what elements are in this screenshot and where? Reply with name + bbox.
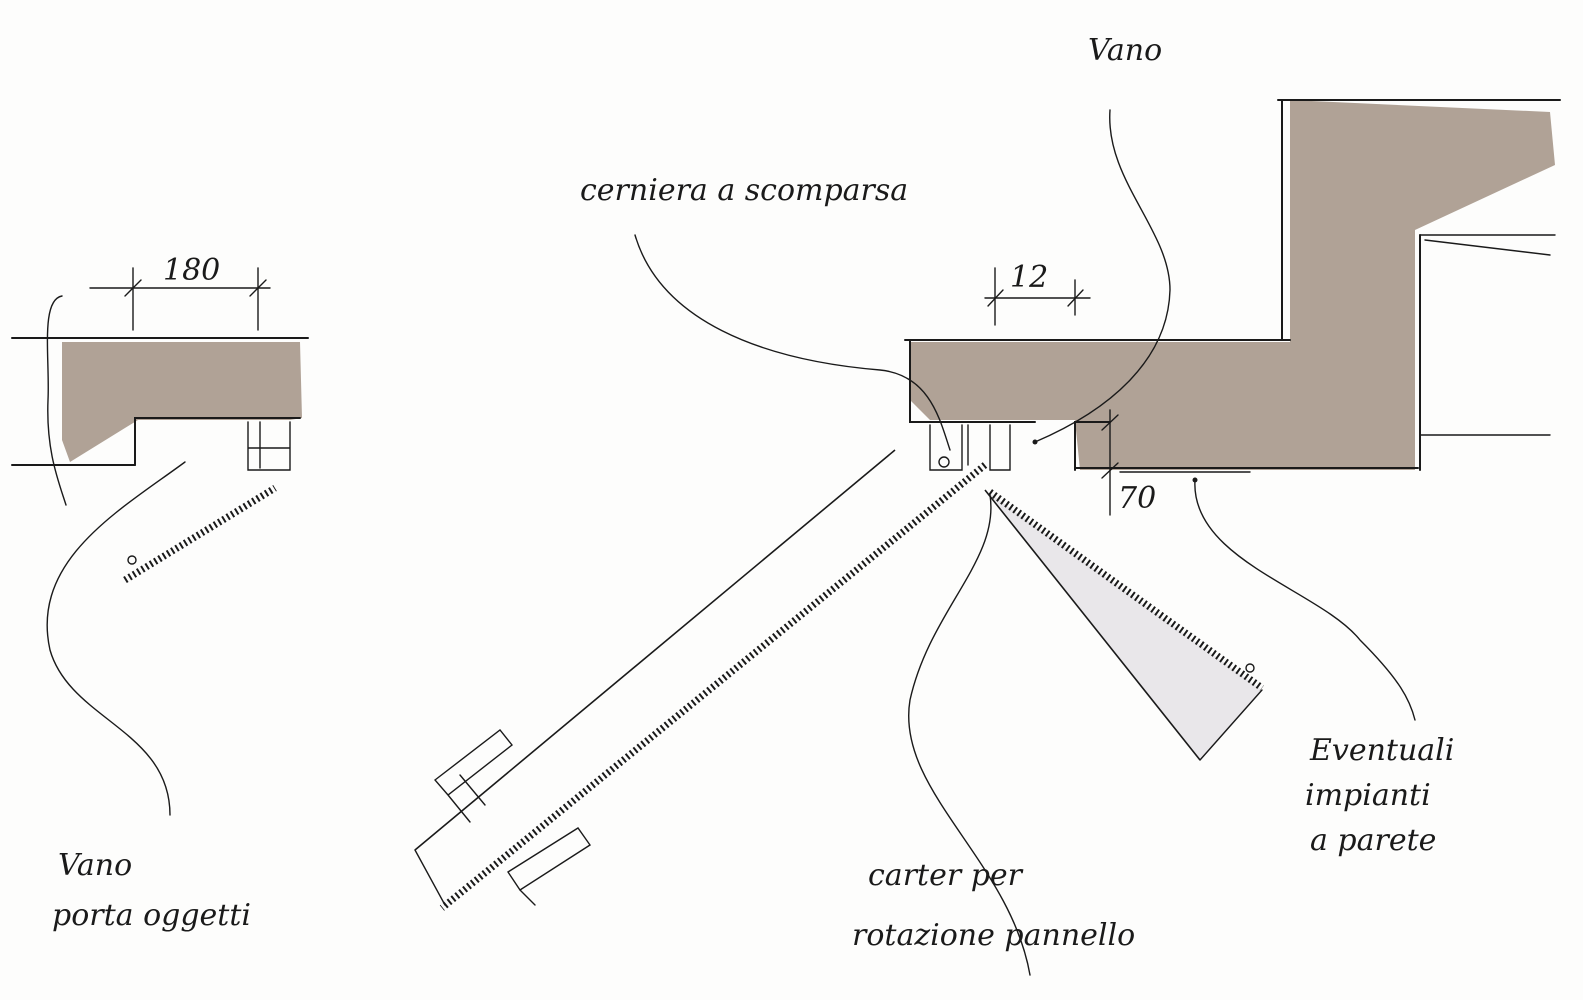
label-vano-porta-1: Vano bbox=[58, 848, 132, 883]
leader-vano bbox=[1034, 109, 1171, 443]
label-carter-1: carter per bbox=[868, 858, 1024, 893]
label-carter-2: rotazione pannello bbox=[852, 918, 1135, 953]
label-eventuali-1: Eventuali bbox=[1309, 733, 1454, 768]
dimension-12-label: 12 bbox=[1010, 260, 1048, 295]
dimension-180: 180 bbox=[89, 253, 271, 331]
dimension-70-label: 70 bbox=[1118, 481, 1156, 516]
dimension-180-label: 180 bbox=[163, 253, 220, 288]
leader-carter bbox=[907, 494, 1031, 976]
leader-eventuali bbox=[1194, 479, 1416, 721]
label-eventuali-2: impianti bbox=[1305, 778, 1431, 813]
rotating-panel-open bbox=[414, 449, 988, 911]
leader-vano-porta-oggetti bbox=[46, 461, 186, 816]
dimension-70: 70 bbox=[1101, 409, 1156, 516]
label-vano-porta-2: porta oggetti bbox=[52, 898, 251, 933]
label-vano: Vano bbox=[1088, 33, 1162, 68]
label-eventuali-3: a parete bbox=[1310, 823, 1436, 858]
leader-cerniera bbox=[634, 234, 951, 451]
label-cerniera: cerniera a scomparsa bbox=[580, 173, 908, 208]
left-panel bbox=[123, 485, 277, 583]
dimension-12: 12 bbox=[984, 260, 1091, 326]
left-wall-section bbox=[11, 295, 309, 506]
rotating-panel-side bbox=[984, 489, 1265, 761]
right-wall-section bbox=[904, 99, 1561, 473]
